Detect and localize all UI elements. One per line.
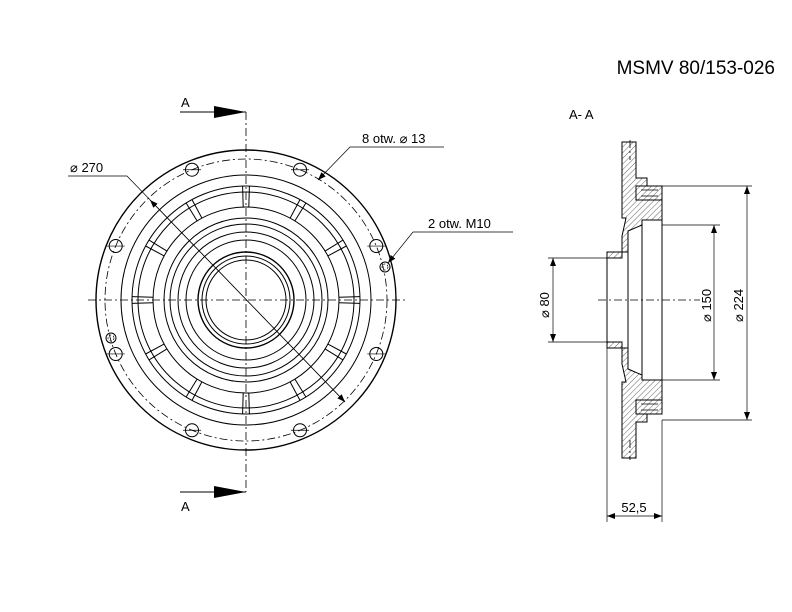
rib-line: [148, 348, 168, 361]
front-view: ⌀ 270 8 otw. ⌀ 13 2 otw. M10 A A: [68, 95, 513, 514]
svg-text:A: A: [181, 95, 190, 110]
rib-line: [132, 302, 154, 304]
drawing-title: MSMV 80/153-026: [617, 58, 775, 79]
threaded-holes-callout: 2 otw. M10: [428, 216, 491, 231]
dim-diameter-224: ⌀ 224: [731, 289, 746, 322]
threaded-hole-m10-a: [379, 261, 391, 273]
rib-line: [185, 378, 198, 398]
dim-length: 52,5: [621, 500, 646, 515]
rib-line: [145, 343, 165, 355]
section-lower-wall: [606, 341, 663, 459]
dim-diameter-150: ⌀ 150: [699, 289, 714, 322]
outer-diameter-label: ⌀ 270: [70, 160, 103, 175]
rib-line: [145, 245, 165, 257]
rib-line: [191, 381, 203, 401]
rib-line: [242, 392, 244, 414]
rib-line: [242, 186, 244, 208]
rib-line: [324, 348, 344, 361]
rib-line: [248, 186, 250, 208]
outer-flange-circle: [95, 149, 397, 451]
section-view: A- A ⌀ 80 ⌀ 150: [537, 107, 752, 522]
rib-line: [185, 202, 198, 222]
section-arrow-top: A: [180, 95, 246, 118]
rib-line: [248, 392, 250, 414]
bolt-circle: [104, 158, 388, 442]
threaded-hole-m10-b: [105, 332, 117, 344]
rib-line: [294, 378, 307, 398]
rib-slots: [132, 186, 360, 414]
rib-line: [327, 343, 347, 355]
dim-diameter-80: ⌀ 80: [537, 292, 552, 318]
rib-line: [324, 239, 344, 252]
rib-line: [327, 245, 347, 257]
rib-line: [338, 302, 360, 304]
rib-line: [289, 381, 301, 401]
section-label: A- A: [569, 107, 594, 122]
rib-line: [132, 296, 154, 298]
rib-line: [191, 199, 203, 219]
rib-line: [289, 199, 301, 219]
rib-line: [148, 239, 168, 252]
svg-text:A: A: [181, 499, 190, 514]
section-upper-wall: [606, 141, 663, 259]
bolt-holes-callout: 8 otw. ⌀ 13: [362, 131, 425, 146]
section-arrow-bottom: A: [180, 486, 246, 514]
rib-line: [294, 202, 307, 222]
rib-line: [338, 296, 360, 298]
bolt-holes: [106, 162, 386, 438]
